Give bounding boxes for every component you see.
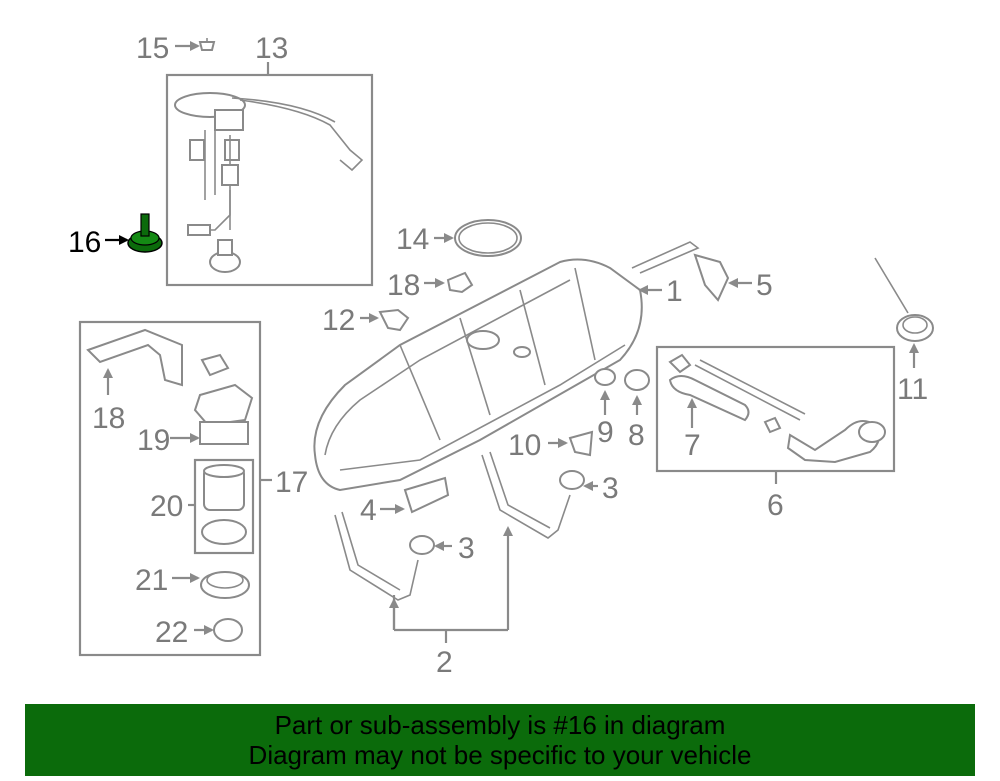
part-10-plate (568, 430, 594, 457)
part-16-fuel-sender-highlight (127, 213, 163, 253)
callout-22: 22 (155, 616, 188, 649)
callout-13: 13 (255, 32, 288, 65)
filler-neck-parts (668, 353, 886, 464)
part-12-clip (378, 308, 410, 332)
callout-20: 20 (150, 490, 183, 523)
callout-5: 5 (756, 269, 773, 302)
callout-1: 1 (666, 275, 683, 308)
part-15-clip (198, 38, 216, 51)
callout-12: 12 (322, 304, 355, 337)
callout-21: 21 (135, 564, 168, 597)
fuel-pump-module-box (165, 73, 374, 287)
part-5-shield (631, 241, 730, 302)
part-18-bracket (446, 271, 474, 294)
callout-10: 10 (508, 429, 541, 462)
callout-19: 19 (137, 424, 170, 457)
part-9-grommet (594, 368, 616, 386)
callout-3-upper: 3 (602, 472, 619, 505)
callout-15: 15 (136, 32, 169, 65)
pump-assembly-box (78, 320, 262, 657)
callout-2: 2 (436, 646, 453, 679)
callout-4: 4 (360, 494, 377, 527)
callout-11: 11 (897, 373, 928, 406)
part-21-ring (200, 571, 250, 599)
info-banner: Part or sub-assembly is #16 in diagram D… (25, 704, 975, 776)
callout-17: 17 (275, 466, 308, 499)
part-4-bracket (403, 476, 450, 514)
part-22-cap (213, 618, 243, 642)
callout-7: 7 (684, 429, 701, 462)
banner-line-1: Part or sub-assembly is #16 in diagram (274, 710, 726, 740)
callout-3-lower: 3 (458, 532, 475, 565)
part-14-o-ring (454, 219, 522, 257)
callout-18-right: 18 (387, 269, 420, 302)
part-8-cap (624, 369, 650, 391)
callout-9: 9 (597, 416, 614, 449)
parts-diagram: 15 13 16 14 18 12 1 5 11 7 6 9 8 10 3 4 … (68, 32, 934, 679)
callout-8: 8 (628, 419, 645, 452)
part-18-left-bracket (86, 328, 183, 387)
part-3-cushion-a (559, 470, 585, 490)
banner-line-2: Diagram may not be specific to your vehi… (248, 740, 752, 770)
part-11-filler-cap (874, 257, 934, 342)
fuel-pump-module (174, 92, 364, 273)
callout-18-left: 18 (92, 402, 125, 435)
callout-16: 16 (68, 226, 101, 259)
callout-14: 14 (396, 223, 429, 256)
callout-6: 6 (767, 489, 784, 522)
part-19-pump (193, 353, 254, 445)
filter-sub-box (193, 458, 255, 555)
part-20-filter (201, 464, 247, 545)
fuel-tank (313, 258, 643, 492)
part-3-cushion-b (409, 535, 435, 555)
